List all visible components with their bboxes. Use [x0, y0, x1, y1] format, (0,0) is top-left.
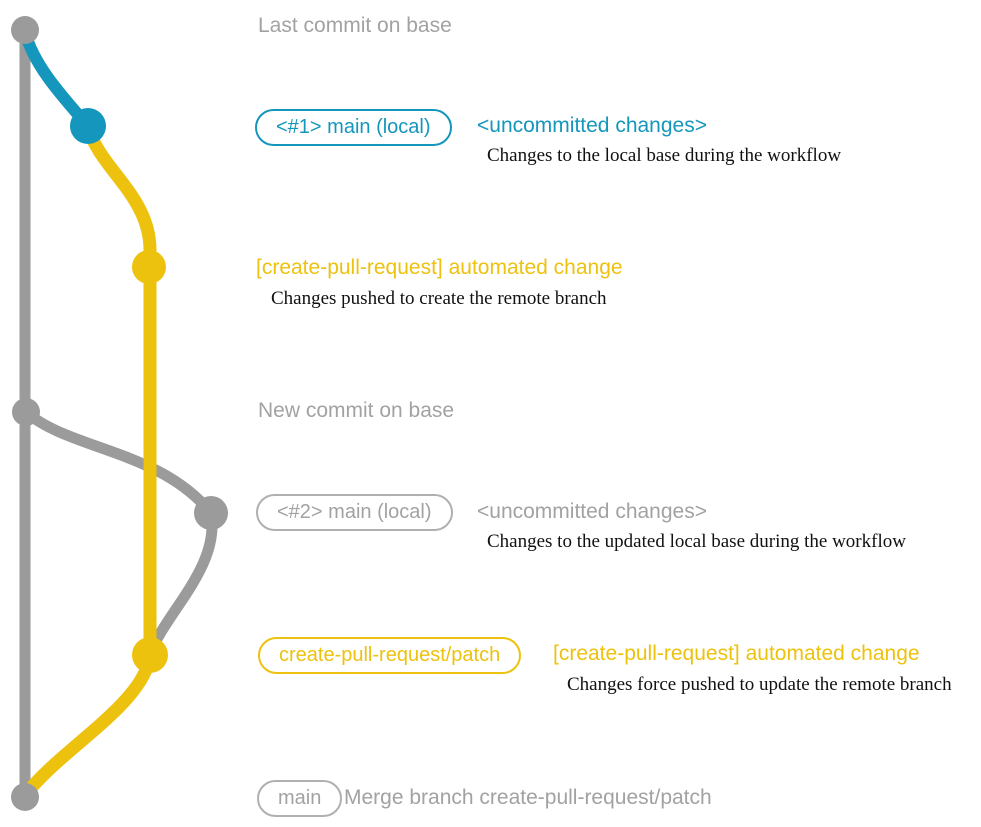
uncommitted-changes-desc-2: Changes to the updated local base during…	[487, 531, 906, 552]
branch-badge-main-local-1: <#1> main (local)	[255, 109, 452, 146]
automated-change-desc-1: Changes pushed to create the remote bran…	[271, 288, 607, 309]
uncommitted-changes-title-1: <uncommitted changes>	[477, 114, 707, 137]
commit-dot-main-local-1	[70, 108, 106, 144]
commit-dot-merge	[11, 783, 39, 811]
merge-commit-label: Merge branch create-pull-request/patch	[344, 786, 712, 809]
main2-to-patch-line	[145, 512, 218, 654]
branch-badge-main-local-2: <#2> main (local)	[256, 494, 453, 531]
commit-dot-automated-change-1	[132, 250, 166, 284]
last-commit-label: Last commit on base	[258, 14, 452, 37]
commit-dot-automated-change-2	[132, 637, 168, 673]
base-to-main2-line	[22, 407, 216, 517]
uncommitted-changes-desc-1: Changes to the local base during the wor…	[487, 145, 842, 166]
commit-dot-last-base	[11, 16, 39, 44]
commit-dot-new-base	[12, 398, 40, 426]
branch-badge-patch: create-pull-request/patch	[258, 637, 522, 674]
automated-change-title-2: [create-pull-request] automated change	[553, 642, 920, 665]
automated-change-desc-2: Changes force pushed to update the remot…	[567, 674, 952, 695]
automated-change-title-1: [create-pull-request] automated change	[256, 256, 623, 279]
commit-dot-main-local-2	[194, 496, 228, 530]
uncommitted-changes-title-2: <uncommitted changes>	[477, 500, 707, 523]
new-commit-label: New commit on base	[258, 399, 455, 422]
branch-graph	[11, 16, 228, 811]
branch-badge-main: main	[257, 780, 343, 817]
